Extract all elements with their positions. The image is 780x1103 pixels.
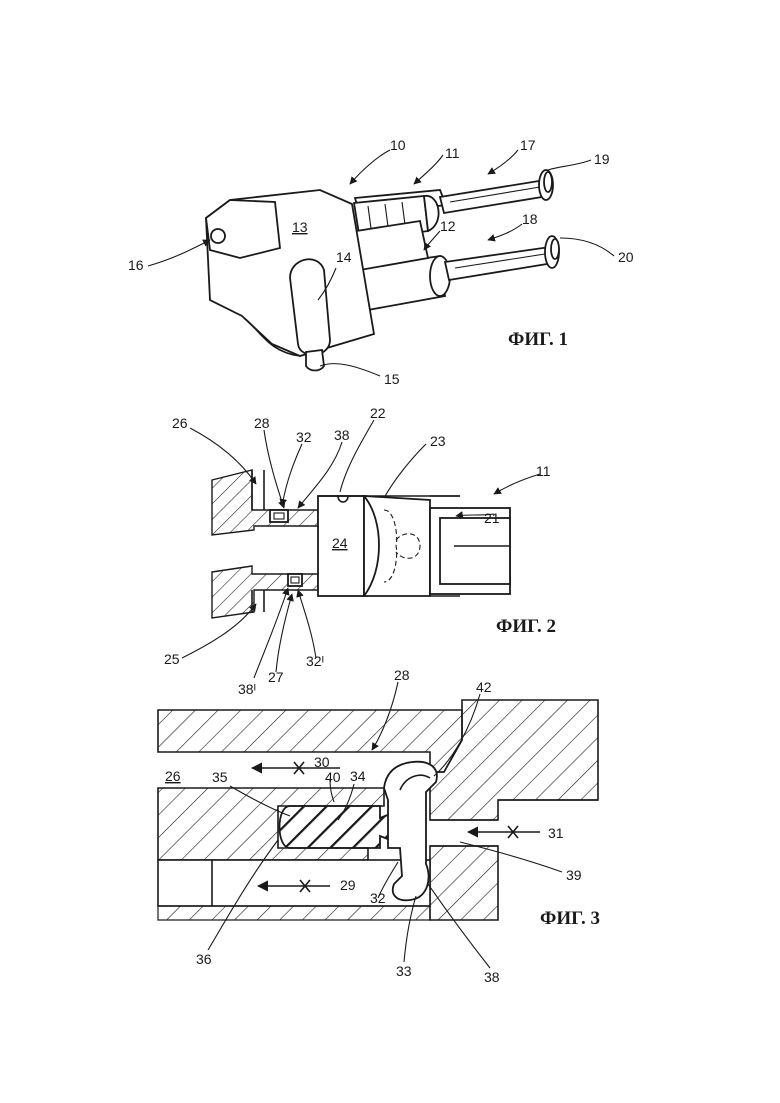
fig2-label-22: 22 (370, 405, 386, 421)
fig2-label-23: 23 (430, 433, 446, 449)
fig1-label-12: 12 (440, 218, 456, 234)
fig3-label-31: 31 (548, 825, 564, 841)
fig2-label-32: 32 (296, 429, 312, 445)
fig3-label-33: 33 (396, 963, 412, 979)
fig2-label-24: 24 (332, 535, 348, 551)
fig1-label-11: 11 (445, 145, 460, 161)
fig3-label-36: 36 (196, 951, 212, 967)
fig3-label-32: 32 (370, 890, 386, 906)
fig3-label-28: 28 (394, 667, 410, 683)
figure-1: 10 11 12 13 14 15 16 17 18 19 20 ФИГ. 1 (128, 137, 634, 387)
right-lower-wall (430, 846, 498, 920)
fig1-label-18: 18 (522, 211, 538, 227)
fig3-label-42: 42 (476, 679, 492, 695)
fig1-label-17: 17 (520, 137, 536, 153)
fig3-label-38: 38 (484, 969, 500, 985)
fig2-label-38-prime: 38ᴵ (238, 681, 256, 697)
fig3-label-40: 40 (325, 769, 341, 785)
bottom-wall (158, 906, 430, 920)
fig1-label-10: 10 (390, 137, 406, 153)
fig1-caption: ФИГ. 1 (508, 329, 568, 350)
fig2-label-11: 11 (536, 463, 551, 479)
figure-2: 11 21 22 23 24 25 26 27 28 32 38 32ᴵ 38ᴵ… (164, 405, 556, 697)
lower-syringe (350, 221, 559, 310)
fig3-caption: ФИГ. 3 (540, 908, 600, 929)
fig2-label-27: 27 (268, 669, 284, 685)
fig3-label-39: 39 (566, 867, 582, 883)
fig1-label-15: 15 (384, 371, 400, 387)
fig3-label-30: 30 (314, 754, 330, 770)
fig3-label-34: 34 (350, 768, 366, 784)
fig2-label-38: 38 (334, 427, 350, 443)
fig3-label-26: 26 (165, 768, 181, 784)
fig1-label-19: 19 (594, 151, 610, 167)
fig1-label-14: 14 (336, 249, 352, 265)
figure-3: 26 28 29 30 31 32 33 34 35 36 38 39 40 4… (158, 667, 600, 985)
fig2-label-26: 26 (172, 415, 188, 431)
fig2-caption: ФИГ. 2 (496, 616, 556, 637)
fig2-label-25: 25 (164, 651, 180, 667)
fig2-label-28: 28 (254, 415, 270, 431)
fig1-label-20: 20 (618, 249, 634, 265)
fig2-label-21: 21 (484, 510, 500, 526)
gun-housing (206, 190, 374, 371)
fig3-label-35: 35 (212, 769, 228, 785)
fig1-label-13: 13 (292, 219, 308, 235)
fig3-label-29: 29 (340, 877, 356, 893)
fig2-label-32-prime: 32ᴵ (306, 653, 324, 669)
fig1-label-16: 16 (128, 257, 144, 273)
